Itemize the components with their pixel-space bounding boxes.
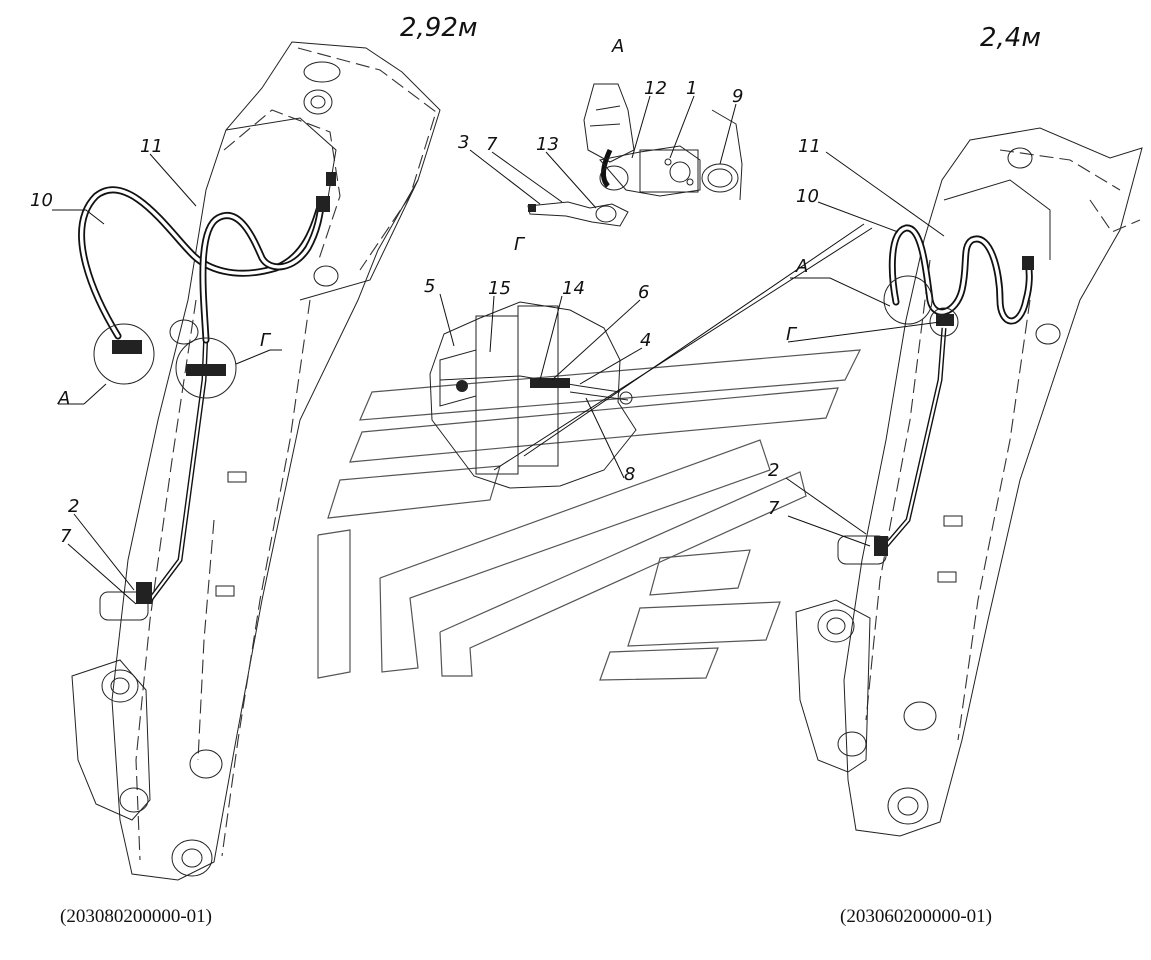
left-callouts: 10 11 А Г 2 7 [30, 136, 282, 605]
detail-g-callouts: Г 5 15 14 6 4 8 [424, 234, 651, 485]
callout-14: 14 [562, 278, 585, 299]
left-part-number: (203080200000-01) [60, 906, 212, 927]
callout-11-right: 11 [798, 136, 821, 157]
callout-g-left: Г [260, 330, 272, 351]
callout-10-right: 10 [796, 186, 819, 207]
leader-right-to-detail-g [523, 223, 865, 457]
right-view-title: 2,4м [980, 23, 1041, 53]
right-boom-outline [843, 127, 1143, 837]
callout-12: 12 [644, 78, 667, 99]
callout-3-a: 3 [458, 132, 469, 153]
callout-7-right: 7 [768, 498, 780, 519]
leader-right-to-detail-a [493, 227, 873, 471]
callout-10-left: 10 [30, 190, 53, 211]
watermark-logo [317, 349, 862, 681]
callout-5: 5 [424, 276, 435, 297]
callout-a-left: А [57, 388, 70, 409]
callout-15: 15 [488, 278, 511, 299]
detail-g-title: Г [514, 234, 526, 255]
callout-2-right: 2 [768, 460, 779, 481]
detail-a-view [527, 83, 743, 227]
left-boom-outline [111, 41, 441, 881]
detail-a-callouts: А 12 1 9 3 7 13 [458, 36, 743, 209]
callout-g-right: Г [786, 324, 798, 345]
left-view-title: 2,92м [400, 13, 478, 43]
right-callouts: 11 10 А Г 2 7 [768, 136, 945, 547]
callout-1-a: 1 [686, 78, 697, 99]
right-boom-view [795, 127, 1143, 837]
callout-2-left: 2 [68, 496, 79, 517]
callout-7-left: 7 [60, 526, 72, 547]
right-part-number: (203060200000-01) [840, 906, 992, 927]
callout-6: 6 [638, 282, 649, 303]
callout-9: 9 [732, 86, 743, 107]
callout-8: 8 [624, 464, 635, 485]
detail-a-title: А [611, 36, 624, 57]
callout-13: 13 [536, 134, 559, 155]
callout-4: 4 [640, 330, 651, 351]
callout-11-left: 11 [140, 136, 163, 157]
callout-7-a: 7 [486, 134, 498, 155]
left-boom-view [71, 41, 441, 881]
detail-g-view [429, 301, 637, 489]
callout-a-right: А [795, 256, 808, 277]
